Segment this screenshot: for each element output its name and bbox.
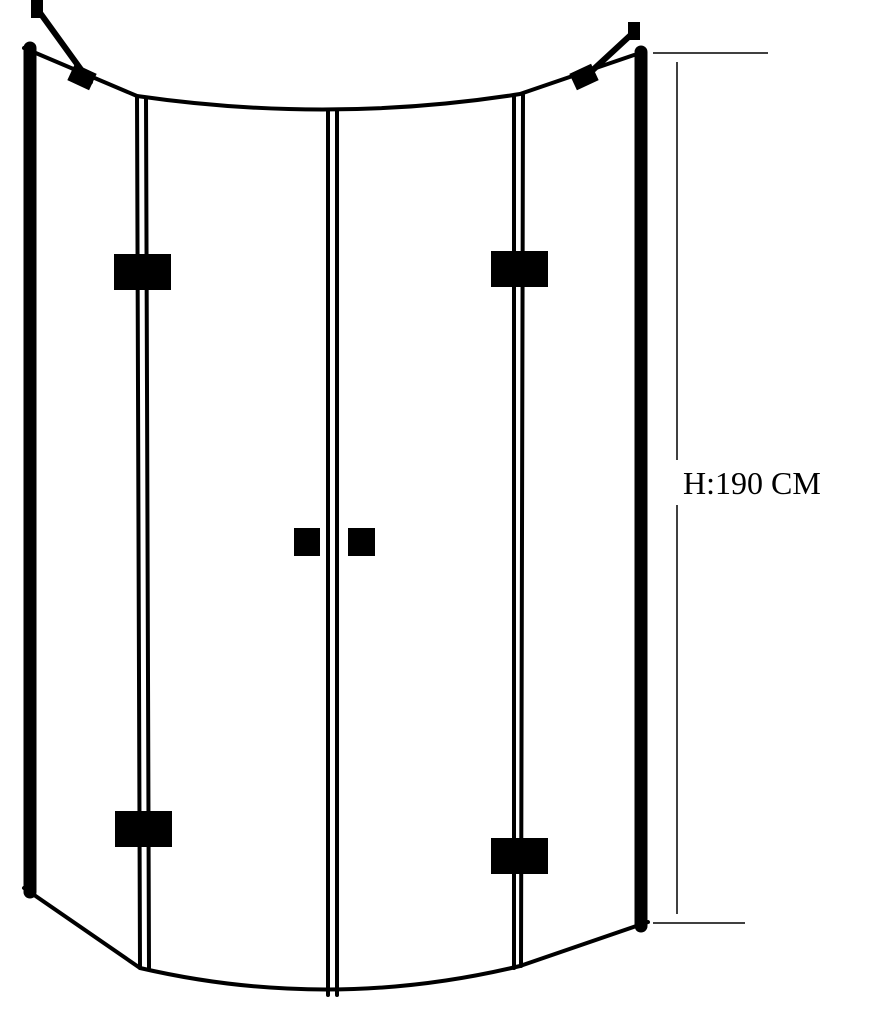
left-stabilizer-clamp: [67, 63, 97, 91]
hardware: [31, 0, 640, 874]
door-knob-left: [294, 528, 320, 556]
height-dimension-label: H:190 CM: [683, 465, 821, 501]
height-dimension: [653, 52, 768, 924]
top-rail: [22, 46, 636, 112]
hinge-left-top: [114, 254, 171, 290]
hinge-right-bottom: [491, 838, 548, 874]
hinge-right-top: [491, 251, 548, 287]
door-knob-right: [348, 528, 375, 556]
left-stabilizer-wall-mount: [31, 0, 43, 18]
right-hinge-edge-outer: [519, 93, 525, 968]
hinge-left-bottom: [115, 811, 172, 847]
right-stabilizer-clamp: [569, 63, 599, 91]
enclosure-structure: [22, 7, 650, 997]
right-stabilizer-wall-mount: [628, 22, 640, 40]
